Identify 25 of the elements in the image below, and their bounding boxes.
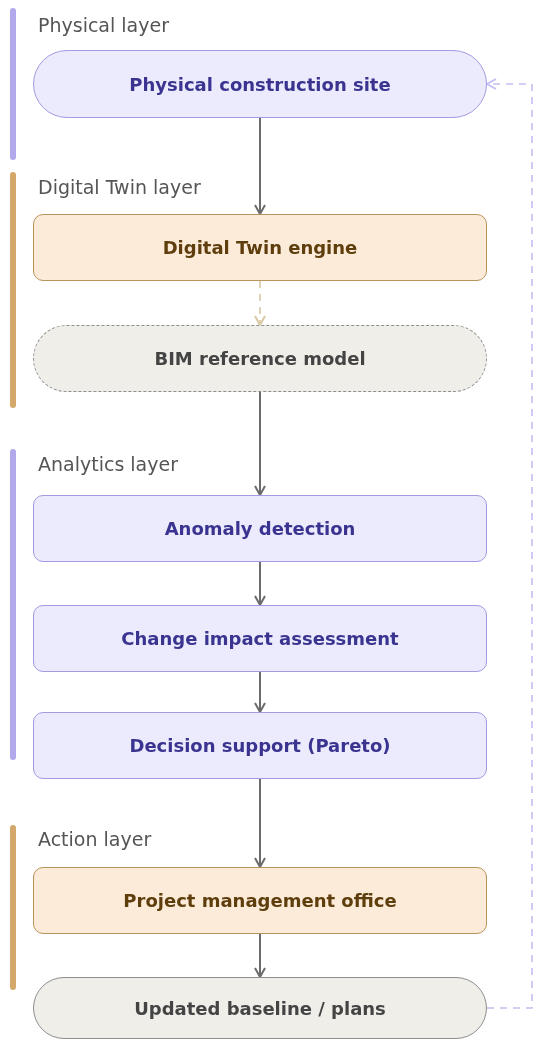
- arrow: [254, 933, 266, 978]
- node-label: Decision support (Pareto): [129, 735, 391, 756]
- arrow: [254, 671, 266, 713]
- dashed-arrow: [254, 280, 266, 326]
- arrow: [254, 561, 266, 606]
- arrow: [254, 778, 266, 868]
- dashed-arrow: [486, 78, 533, 1009]
- node-label: Updated baseline / plans: [134, 997, 386, 1019]
- process-box: [33, 712, 487, 779]
- node-label: Change impact assessment: [121, 628, 399, 649]
- node-label: Physical construction site: [129, 73, 391, 95]
- layer-heading: Analytics layer: [38, 453, 178, 475]
- node-label: Project management office: [123, 890, 397, 911]
- node-label: Anomaly detection: [164, 518, 356, 539]
- process-box: [33, 605, 487, 672]
- layer-heading: Physical layer: [38, 14, 169, 36]
- process-box: [33, 495, 487, 562]
- arrow: [254, 391, 266, 496]
- layer-heading: Digital Twin layer: [38, 176, 201, 198]
- process-box: [33, 867, 487, 934]
- arrow: [254, 117, 266, 215]
- node-label: Digital Twin engine: [162, 237, 358, 258]
- layer-heading: Action layer: [38, 828, 152, 850]
- process-box: [33, 214, 487, 281]
- node-label: BIM reference model: [154, 348, 366, 369]
